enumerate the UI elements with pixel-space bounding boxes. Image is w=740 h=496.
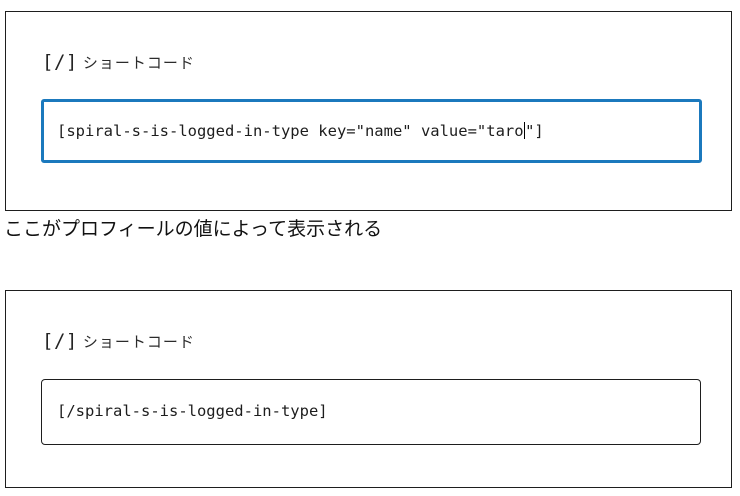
shortcode-icon: [/] bbox=[42, 51, 78, 73]
shortcode-block-2[interactable]: [/]ショートコード [/spiral-s-is-logged-in-type] bbox=[5, 290, 732, 488]
shortcode-block-label-text: ショートコード bbox=[82, 333, 195, 351]
shortcode-input-1-text: [spiral-s-is-logged-in-type key="name" v… bbox=[44, 122, 544, 140]
text-caret bbox=[523, 122, 526, 140]
shortcode-block-label-2: [/]ショートコード bbox=[42, 332, 195, 351]
shortcode-block-label-1: [/]ショートコード bbox=[42, 53, 195, 72]
shortcode-input-2[interactable]: [/spiral-s-is-logged-in-type] bbox=[41, 379, 701, 445]
shortcode-input-1-value-before-caret: [spiral-s-is-logged-in-type key="name" v… bbox=[57, 122, 524, 141]
paragraph-block[interactable]: ここがプロフィールの値によって表示される bbox=[4, 218, 383, 240]
shortcode-block-label-text: ショートコード bbox=[82, 54, 195, 72]
shortcode-block-1[interactable]: [/]ショートコード [spiral-s-is-logged-in-type k… bbox=[5, 11, 732, 211]
shortcode-input-1-value-after-caret: "] bbox=[525, 122, 544, 141]
shortcode-input-1[interactable]: [spiral-s-is-logged-in-type key="name" v… bbox=[41, 99, 702, 163]
shortcode-input-2-text: [/spiral-s-is-logged-in-type] bbox=[57, 402, 328, 421]
shortcode-icon: [/] bbox=[42, 330, 78, 352]
